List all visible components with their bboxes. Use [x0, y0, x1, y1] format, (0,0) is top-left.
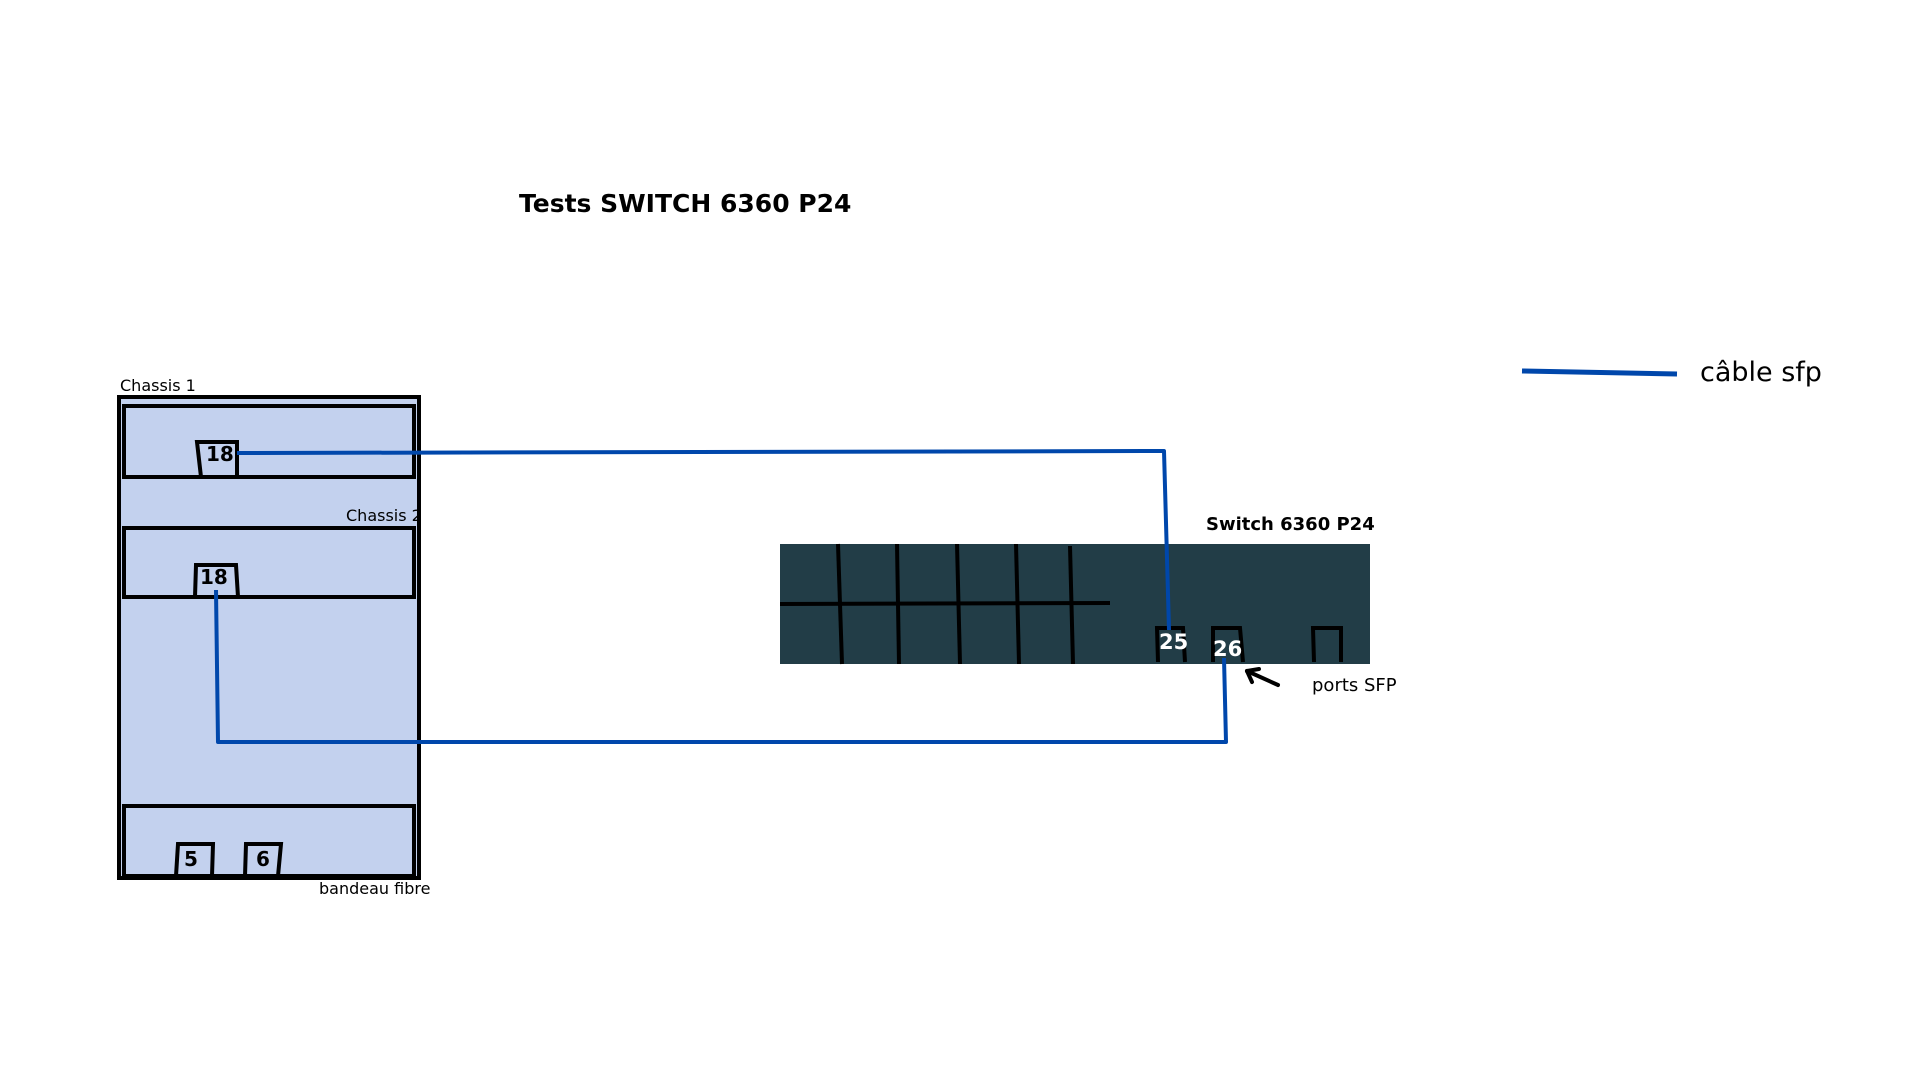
- chassis1-port-outline: [194, 440, 239, 479]
- cable-chassis2-to-port26: [214, 589, 1228, 744]
- switch: Switch 6360 P24 25 26 ports SFP: [779, 514, 1397, 696]
- chassis2-port-outline: [192, 563, 241, 599]
- chassis1-label: Chassis 1: [120, 376, 196, 395]
- sfp-port-26-number: 26: [1213, 637, 1242, 661]
- sfp-port-spare-outline: [1310, 626, 1343, 663]
- chassis1-unit: [122, 404, 416, 479]
- sfp-port-26-outline: [1211, 626, 1245, 663]
- chassis1-port-number: 18: [206, 442, 234, 466]
- page-title: Tests SWITCH 6360 P24: [519, 189, 851, 218]
- legend-line-icon: [1521, 368, 1678, 377]
- chassis2-unit: [122, 526, 416, 599]
- fiber-port-6-outline: [242, 842, 284, 878]
- legend: câble sfp: [1521, 357, 1822, 388]
- switch-label: Switch 6360 P24: [1206, 514, 1375, 535]
- cable-chassis1-to-port25: [236, 449, 1171, 631]
- sfp-arrow-icon: [1245, 667, 1280, 687]
- sfp-label: ports SFP: [1312, 675, 1397, 696]
- chassis-rack: Chassis 1 18 Chassis 2 18 5 6 bandeau fi…: [117, 376, 430, 898]
- chassis2-port-number: 18: [200, 565, 228, 589]
- legend-label: câble sfp: [1700, 357, 1822, 388]
- fiber-panel-label: bandeau fibre: [319, 879, 430, 898]
- fiber-port-6-number: 6: [256, 847, 270, 871]
- sfp-port-25-number: 25: [1159, 630, 1188, 654]
- fiber-port-5-number: 5: [184, 847, 198, 871]
- switch-port-grid: [779, 543, 1111, 665]
- fiber-port-5-outline: [173, 842, 216, 878]
- cables: [214, 449, 1228, 744]
- chassis2-label: Chassis 2: [346, 506, 422, 525]
